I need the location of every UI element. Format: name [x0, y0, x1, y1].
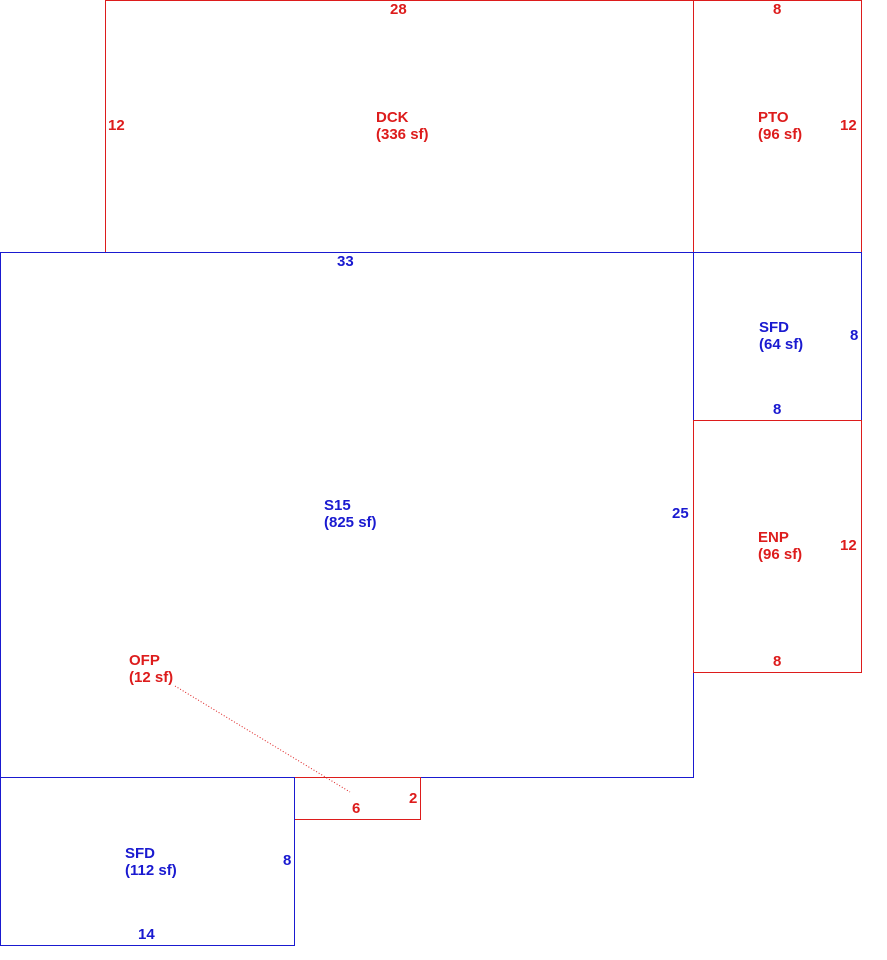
ofp-dim-right: 2 — [409, 790, 418, 807]
sfd-bottom-dim-right: 8 — [283, 852, 292, 869]
ofp-dim-bottom: 6 — [352, 800, 361, 817]
enp-name: ENP — [758, 529, 789, 546]
pto-dim-top: 8 — [773, 1, 782, 18]
sfd-bottom-outline — [0, 777, 295, 946]
s15-name: S15 — [324, 497, 351, 514]
enp-area: (96 sf) — [758, 546, 803, 563]
ofp-name: OFP — [129, 652, 160, 669]
s15-dim-top: 33 — [337, 253, 354, 270]
dck-dim-top: 28 — [390, 1, 407, 18]
ofp-area: (12 sf) — [129, 669, 174, 686]
pto-area: (96 sf) — [758, 126, 803, 143]
pto-dim-right: 12 — [840, 117, 857, 134]
sfd-right-dim-bottom: 8 — [773, 401, 782, 418]
pto-name: PTO — [758, 109, 789, 126]
dck-name: DCK — [376, 109, 409, 126]
enp-outline — [693, 420, 862, 673]
enp-dim-bottom: 8 — [773, 653, 782, 670]
dck-dim-left: 12 — [108, 117, 125, 134]
dck-area: (336 sf) — [376, 126, 429, 143]
enp-dim-right: 12 — [840, 537, 857, 554]
sfd-right-area: (64 sf) — [759, 336, 804, 353]
sfd-right-dim-right: 8 — [850, 327, 859, 344]
s15-dim-right: 25 — [672, 505, 689, 522]
s15-area: (825 sf) — [324, 514, 377, 531]
sfd-bottom-dim-bottom: 14 — [138, 926, 155, 943]
sfd-bottom-name: SFD — [125, 845, 155, 862]
sfd-bottom-area: (112 sf) — [125, 862, 177, 879]
sfd-right-name: SFD — [759, 319, 789, 336]
